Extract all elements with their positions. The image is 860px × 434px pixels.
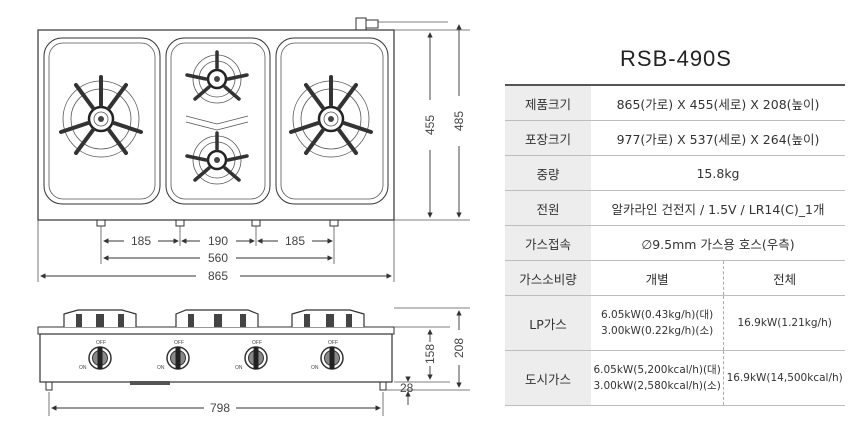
spec-row-gas-connection: 가스접속 ∅9.5mm 가스용 호스(우측): [505, 225, 845, 261]
spec-label: 포장크기: [505, 120, 591, 156]
lp-individual-large: 6.05kW(0.43kg/h)(대): [601, 309, 714, 321]
city-individual: 6.05kW(5,200kcal/h)(대) 3.00kW(2,580kcal/…: [591, 350, 725, 406]
knob-2-on-label: ON: [157, 365, 165, 371]
knob-1: [88, 346, 112, 370]
dim-total-width: 865: [208, 269, 228, 283]
spec-row-consumption-header: 가스소비량 개별 전체: [505, 260, 845, 296]
col-total: 전체: [723, 260, 845, 296]
spec-label: 도시가스: [505, 350, 591, 406]
spec-label: 제품크기: [505, 84, 591, 121]
spec-label: 가스소비량: [505, 260, 591, 296]
spec-row-size: 제품크기 865(가로) X 455(세로) X 208(높이): [505, 84, 845, 121]
spec-label: 가스접속: [505, 225, 591, 261]
knob-3: [244, 346, 268, 370]
dim-base-width: 798: [210, 401, 230, 415]
spec-row-power: 전원 알카라인 건전지 / 1.5V / LR14(C)_1개: [505, 190, 845, 226]
dim-spacing-3: 185: [285, 234, 305, 248]
dim-spacing-1: 185: [131, 234, 151, 248]
spec-value: ∅9.5mm 가스용 호스(우측): [591, 225, 845, 261]
right-burner-panel: [275, 37, 389, 205]
dim-depth-inner: 455: [423, 115, 437, 135]
spec-value: 15.8kg: [591, 155, 845, 191]
left-burner-panel: [43, 37, 161, 205]
spec-row-weight: 중량 15.8kg: [505, 155, 845, 191]
dim-inner-width: 560: [208, 251, 228, 265]
spec-table: 제품크기 865(가로) X 455(세로) X 208(높이) 포장크기 97…: [505, 84, 845, 406]
dim-total-height: 208: [452, 338, 466, 358]
knob-2-off-label: OFF: [174, 340, 184, 346]
spec-row-lp: LP가스 6.05kW(0.43kg/h)(대) 3.00kW(0.22kg/h…: [505, 295, 845, 351]
center-burner-panel: [165, 37, 271, 205]
spec-row-city-gas: 도시가스 6.05kW(5,200kcal/h)(대) 3.00kW(2,580…: [505, 350, 845, 406]
spec-row-package: 포장크기 977(가로) X 537(세로) X 264(높이): [505, 120, 845, 156]
knob-4-off-label: OFF: [328, 340, 338, 346]
spec-value: 알카라인 건전지 / 1.5V / LR14(C)_1개: [591, 190, 845, 226]
dim-leg-height: 28: [400, 381, 414, 395]
lp-individual-small: 3.00kW(0.22kg/h)(소): [601, 325, 714, 337]
lp-individual: 6.05kW(0.43kg/h)(대) 3.00kW(0.22kg/h)(소): [591, 295, 725, 351]
knob-3-off-label: OFF: [252, 340, 262, 346]
knob-2: [166, 346, 190, 370]
spec-value: 865(가로) X 455(세로) X 208(높이): [591, 84, 845, 121]
technical-drawing: 185 190 185 560 865 455 485: [37, 17, 470, 416]
spec-label: 중량: [505, 155, 591, 191]
spec-label: LP가스: [505, 295, 591, 351]
cooktop-front-view: OFF ON OFF ON OFF ON OFF ON: [37, 309, 395, 391]
cooktop-top-view: [37, 29, 395, 221]
lp-total: 16.9kW(1.21kg/h): [723, 295, 845, 351]
spec-value: 977(가로) X 537(세로) X 264(높이): [591, 120, 845, 156]
dim-spacing-2: 190: [208, 234, 228, 248]
knob-4-on-label: ON: [311, 365, 319, 371]
city-individual-large: 6.05kW(5,200kcal/h)(대): [593, 364, 721, 376]
dim-depth-total: 485: [452, 111, 466, 131]
knob-4: [320, 346, 344, 370]
spec-label: 전원: [505, 190, 591, 226]
city-individual-small: 3.00kW(2,580kcal/h)(소): [593, 380, 721, 392]
col-individual: 개별: [591, 260, 725, 296]
dim-body-height: 158: [423, 344, 437, 364]
knob-1-off-label: OFF: [96, 340, 106, 346]
top-view-feet: [96, 219, 339, 227]
gas-connector: [355, 17, 379, 31]
city-total: 16.9kW(14,500kcal/h): [723, 350, 845, 406]
model-title: RSB-490S: [620, 46, 732, 71]
knob-3-on-label: ON: [235, 365, 243, 371]
knob-1-on-label: ON: [79, 365, 87, 371]
